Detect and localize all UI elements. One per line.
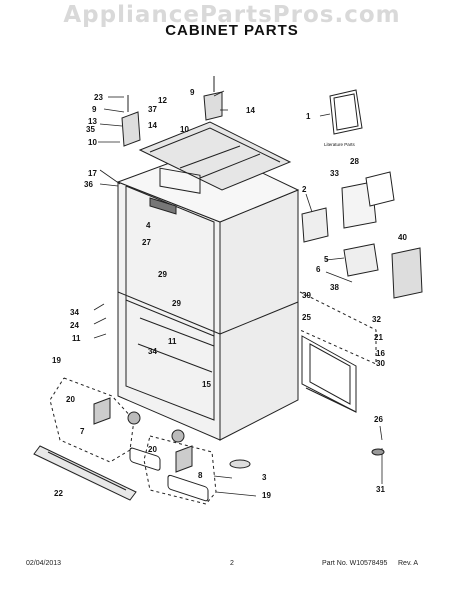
part-label: 10: [88, 138, 97, 147]
right-panels: [301, 171, 423, 413]
part-label: 27: [142, 238, 151, 247]
callout-boxes: [49, 291, 377, 505]
literature-parts-caption: Literature Parts: [324, 142, 356, 147]
part-label: 2: [302, 185, 307, 194]
part-label: 5: [324, 255, 329, 264]
part-label: 11: [168, 337, 177, 346]
part-label: 8: [198, 471, 203, 480]
part-label: 20: [148, 445, 157, 454]
part-label: 21: [374, 333, 383, 342]
cabinet-body: [116, 121, 300, 502]
top-hinge-left: [121, 95, 141, 147]
part-label: 20: [66, 395, 75, 404]
part-label: 19: [52, 356, 61, 365]
part-label: 31: [376, 485, 385, 494]
part-label: 30: [376, 359, 385, 368]
watermark: AppliancePartsPros.com: [63, 2, 401, 28]
leader-lines: [93, 90, 383, 497]
top-hinge-right: [203, 76, 223, 121]
part-label: 6: [316, 265, 321, 274]
part-label: 24: [70, 321, 79, 330]
part-label: 29: [158, 270, 167, 279]
footer-date: 02/04/2013: [26, 560, 62, 567]
part-label: 13: [88, 117, 97, 126]
footer-part-no: Part No. W10578495: [322, 560, 388, 567]
part-label: 10: [180, 125, 189, 134]
footer-rev: Rev. A: [398, 560, 419, 567]
part-label: 15: [202, 380, 211, 389]
part-label: 33: [330, 169, 339, 178]
part-label: 19: [262, 491, 271, 500]
part-label: 35: [86, 125, 95, 134]
part-label: 34: [148, 347, 157, 356]
part-label: 29: [172, 299, 181, 308]
part-label: 25: [302, 313, 311, 322]
part-label: 36: [84, 180, 93, 189]
part-label: 39: [302, 291, 311, 300]
part-label: 3: [262, 473, 267, 482]
part-label: 1: [306, 112, 311, 121]
part-label: 23: [94, 93, 103, 102]
part-label: 7: [80, 427, 85, 436]
part-labels: 23 9 13 35 10 17 36 9 12 37 14 10 14 1 L…: [52, 88, 407, 500]
part-label: 28: [350, 157, 359, 166]
part-label: 32: [372, 315, 381, 324]
part-label: 22: [54, 489, 63, 498]
part-label: 14: [246, 106, 255, 115]
literature-booklet: [329, 89, 363, 135]
part-label: 17: [88, 169, 97, 178]
part-label: 4: [146, 221, 151, 230]
part-label: 34: [70, 308, 79, 317]
part-label: 26: [374, 415, 383, 424]
part-label: 9: [92, 105, 97, 114]
part-label: 12: [158, 96, 167, 105]
part-label: 38: [330, 283, 339, 292]
part-label: 37: [148, 105, 157, 114]
footer-page: 2: [230, 560, 234, 567]
part-label: 40: [398, 233, 407, 242]
toe-grille: [33, 445, 137, 501]
part-label: 14: [148, 121, 157, 130]
leveling-foot: [229, 459, 251, 469]
part-label: 16: [376, 349, 385, 358]
part-label: 11: [72, 334, 81, 343]
page-title: CABINET PARTS: [165, 22, 299, 39]
part-label: 9: [190, 88, 195, 97]
